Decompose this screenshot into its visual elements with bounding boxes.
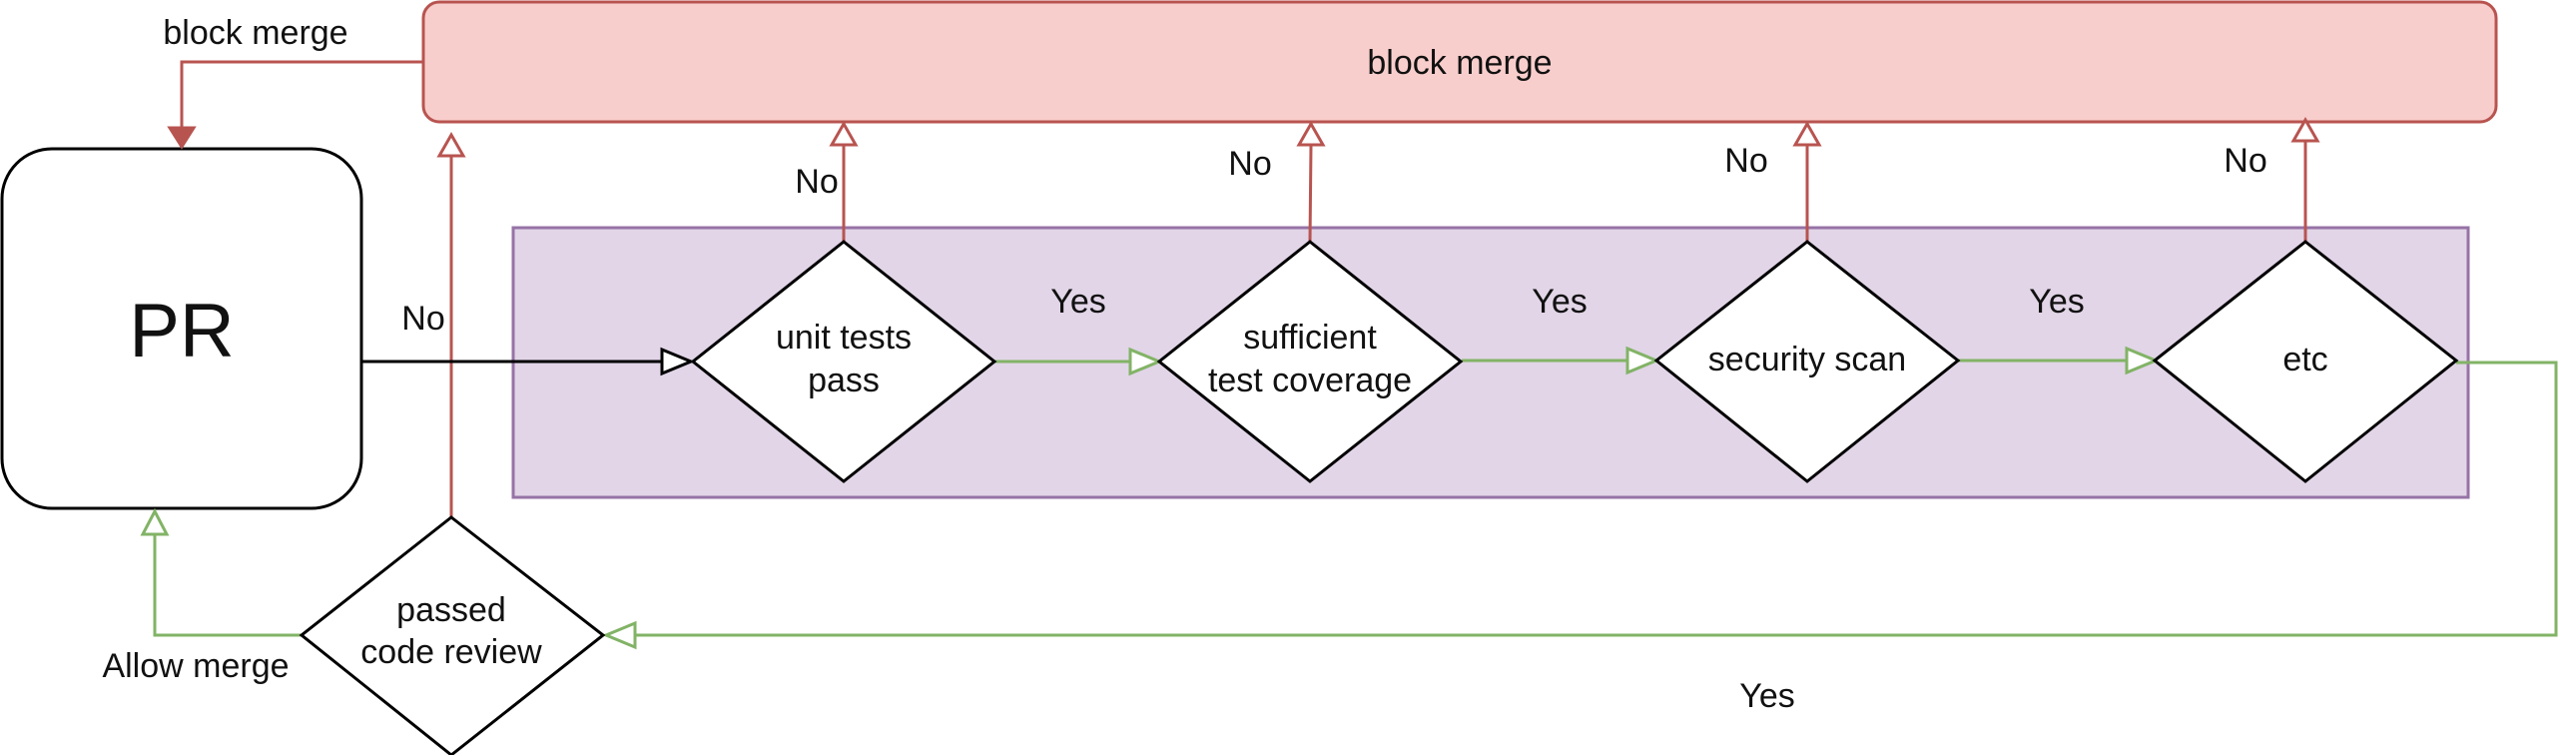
label-security-no: No: [1724, 142, 1767, 180]
code-review-label-line1: passed: [396, 591, 506, 629]
unit-tests-label-line1: unit tests: [776, 319, 912, 357]
arrow-head-security-no: [1792, 120, 1822, 147]
label-yes-bottom: Yes: [1739, 677, 1794, 715]
label-coverage-no: No: [1228, 145, 1271, 183]
arrow-head-unit-tests-no: [829, 120, 859, 147]
label-pr-no: No: [401, 300, 444, 338]
code-review-decision[interactable]: [299, 515, 606, 755]
edge-etc-yes: [635, 361, 2558, 637]
code-review-label-line2: code review: [360, 633, 542, 671]
label-etc-no: No: [2224, 142, 2266, 180]
arrow-head-coverage-no: [1296, 120, 1326, 147]
arrow-head-etc-no: [2290, 116, 2320, 143]
coverage-label-line2: test coverage: [1208, 362, 1412, 399]
arrow-head-unit-tests-yes: [1128, 347, 1163, 377]
label-unit-tests-no: No: [795, 163, 838, 201]
security-scan-decision[interactable]: [1653, 240, 1961, 483]
label-yes-2: Yes: [1532, 283, 1587, 321]
coverage-label-line1: sufficient: [1243, 319, 1377, 357]
block-merge-node-label: block merge: [1367, 44, 1552, 82]
label-yes-3: Yes: [2029, 283, 2084, 321]
pr-node-label: PR: [129, 289, 235, 374]
label-yes-1: Yes: [1050, 283, 1105, 321]
arrow-head-code-review-no: [436, 131, 466, 158]
arrow-head-allow-merge: [140, 507, 170, 536]
edge-block-merge-to-pr: [180, 60, 423, 130]
arrow-head-security-yes: [2125, 346, 2160, 376]
arrow-head-coverage-yes: [1625, 346, 1660, 376]
label-block-merge: block merge: [163, 14, 347, 52]
etc-label: etc: [2282, 341, 2327, 378]
unit-tests-decision[interactable]: [690, 240, 997, 483]
edge-allow-merge: [153, 534, 304, 637]
coverage-decision[interactable]: [1156, 240, 1464, 483]
edge-coverage-no: [1308, 144, 1313, 243]
security-scan-label: security scan: [1708, 341, 1906, 378]
label-allow-merge: Allow merge: [102, 647, 289, 685]
arrow-head-pr-to-unit-tests: [660, 347, 695, 377]
etc-decision[interactable]: [2152, 240, 2459, 483]
arrow-head-into-pr: [167, 126, 197, 150]
unit-tests-label-line2: pass: [808, 362, 880, 399]
arrow-head-etc-yes: [602, 620, 637, 650]
